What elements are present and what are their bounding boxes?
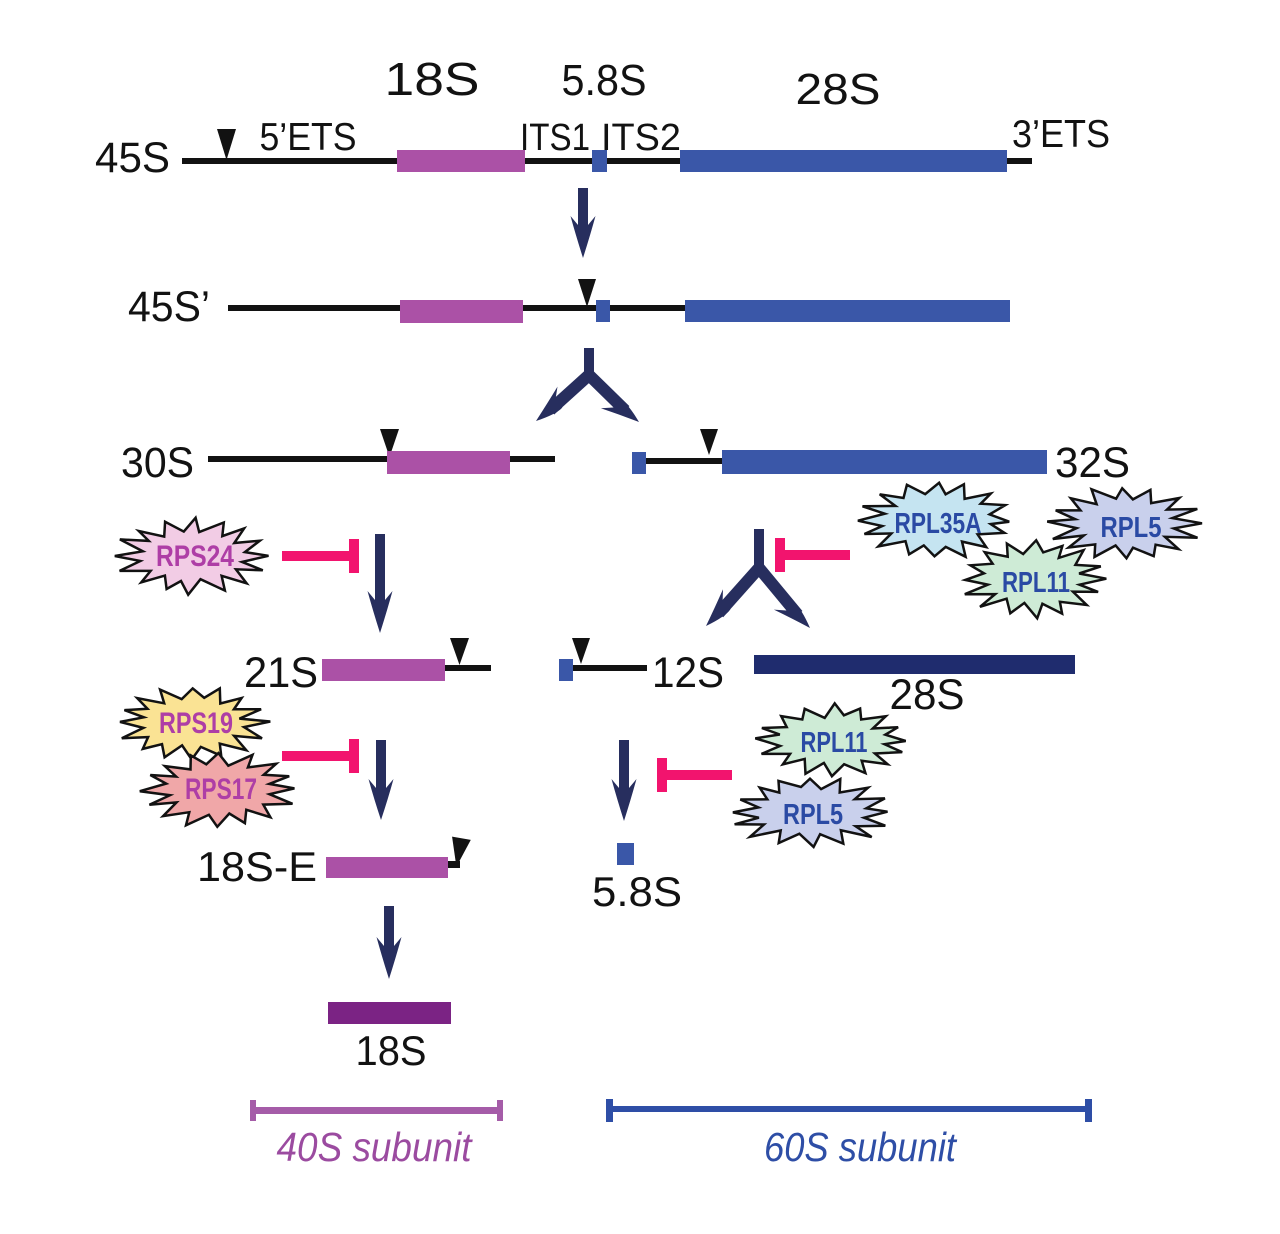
svg-text:RPL5: RPL5 — [1101, 512, 1162, 544]
svg-text:RPL5: RPL5 — [783, 799, 843, 831]
svg-text:5.8S: 5.8S — [562, 56, 647, 105]
svg-text:28S: 28S — [890, 671, 965, 719]
svg-text:5.8S: 5.8S — [592, 868, 682, 915]
svg-text:21S: 21S — [244, 649, 318, 697]
svg-text:18S: 18S — [356, 1027, 427, 1074]
svg-text:RPL11: RPL11 — [801, 727, 868, 759]
svg-text:RPL35A: RPL35A — [895, 508, 982, 540]
svg-text:60S subunit: 60S subunit — [764, 1124, 957, 1170]
svg-text:45S’: 45S’ — [128, 283, 210, 331]
svg-text:RPS19: RPS19 — [159, 707, 233, 740]
svg-text:45S: 45S — [95, 134, 170, 182]
svg-text:30S: 30S — [121, 439, 194, 487]
svg-text:5’ETS: 5’ETS — [260, 116, 357, 159]
svg-text:32S: 32S — [1055, 439, 1130, 487]
svg-text:RPS17: RPS17 — [185, 773, 257, 806]
svg-text:RPS24: RPS24 — [156, 540, 234, 573]
svg-text:18S-E: 18S-E — [197, 843, 317, 890]
svg-text:40S subunit: 40S subunit — [277, 1124, 473, 1170]
svg-text:RPL11: RPL11 — [1002, 567, 1070, 599]
svg-text:3’ETS: 3’ETS — [1012, 113, 1110, 156]
svg-text:18S: 18S — [385, 53, 480, 105]
svg-text:ITS1: ITS1 — [520, 117, 590, 159]
svg-text:12S: 12S — [652, 649, 724, 697]
svg-text:ITS2: ITS2 — [601, 117, 681, 159]
svg-text:28S: 28S — [796, 65, 881, 114]
